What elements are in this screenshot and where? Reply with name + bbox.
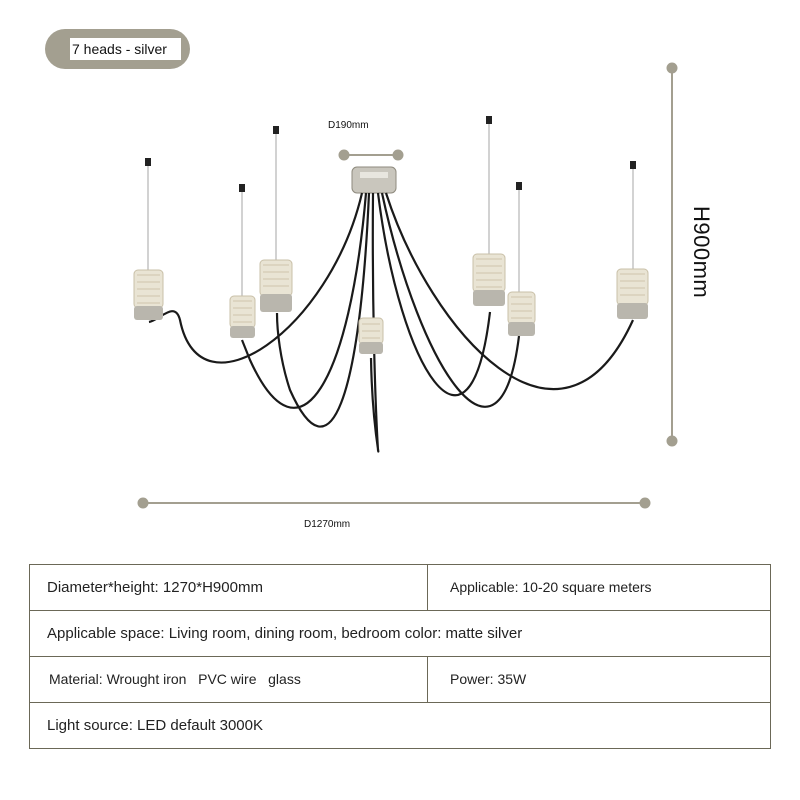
- material-spec: Material: Wrought iron PVC wire glass: [49, 671, 315, 687]
- spec-row: Material: Wrought iron PVC wire glass Po…: [29, 656, 771, 703]
- spec-row: Diameter*height: 1270*H900mm Applicable:…: [29, 564, 771, 611]
- ceiling-hooks: [145, 116, 636, 192]
- spec-cell-light: Light source: LED default 3000K: [29, 702, 771, 749]
- suspension-wires: [147, 122, 634, 296]
- spec-row: Light source: LED default 3000K: [29, 702, 771, 749]
- top-diameter-dimension-line: [338, 149, 404, 161]
- spec-cell-area: Applicable: 10-20 square meters: [427, 564, 771, 611]
- variant-label: 7 heads - silver: [70, 38, 181, 60]
- specifications-table: Diameter*height: 1270*H900mm Applicable:…: [29, 564, 771, 749]
- arm-cables: [148, 192, 635, 453]
- power-spec: Power: 35W: [450, 671, 541, 687]
- spec-cell-size: Diameter*height: 1270*H900mm: [29, 564, 428, 611]
- canopy: [351, 166, 397, 194]
- height-label: H900mm: [689, 206, 714, 299]
- pendant-shades: [133, 253, 649, 354]
- size-spec: Diameter*height: 1270*H900mm: [47, 579, 277, 596]
- width-label: D1270mm: [302, 516, 418, 534]
- height-dimension-line: [666, 62, 678, 447]
- light-source-spec: Light source: LED default 3000K: [47, 717, 277, 734]
- top-diameter-label: D190mm: [326, 117, 428, 135]
- spec-row: Applicable space: Living room, dining ro…: [29, 610, 771, 657]
- spec-cell-power: Power: 35W: [427, 656, 771, 703]
- spec-cell-material: Material: Wrought iron PVC wire glass: [29, 656, 428, 703]
- width-dimension-line: [137, 497, 651, 509]
- applicable-area-spec: Applicable: 10-20 square meters: [450, 579, 666, 595]
- spec-cell-space: Applicable space: Living room, dining ro…: [29, 610, 771, 657]
- space-color-spec: Applicable space: Living room, dining ro…: [47, 625, 537, 642]
